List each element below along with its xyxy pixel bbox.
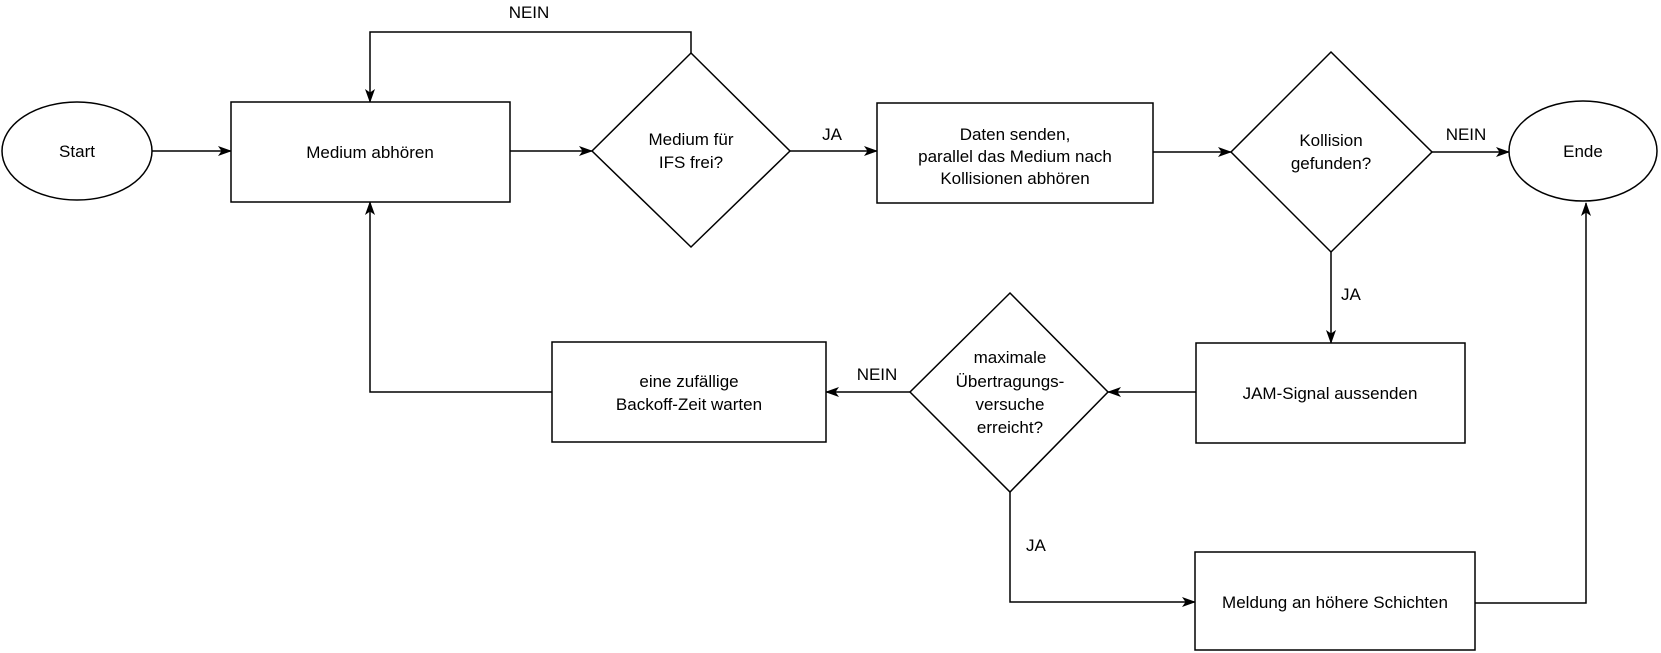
collision-found-label-line2: gefunden? (1291, 154, 1371, 173)
backoff-wait-label-line1: eine zufällige (639, 372, 738, 391)
max-attempts-label-line3: versuche (976, 395, 1045, 414)
edge-label-ifs-ja: JA (822, 125, 843, 144)
edge-max-yes-to-notify (1009, 492, 1196, 607)
edge-label-collision-nein: NEIN (1446, 125, 1487, 144)
max-attempts-label-line4: erreicht? (977, 418, 1043, 437)
jam-signal-node: JAM-Signal aussenden (1195, 342, 1466, 444)
max-attempts-decision-node: maximale Übertragungs- versuche erreicht… (908, 291, 1110, 494)
backoff-wait-label-line2: Backoff-Zeit warten (616, 395, 762, 414)
end-node: Ende (1508, 100, 1658, 202)
start-node: Start (1, 101, 153, 201)
edge-notify-to-end (1475, 202, 1591, 604)
edge-label-collision-ja: JA (1341, 285, 1362, 304)
edge-label-ifs-nein: NEIN (509, 3, 550, 22)
ifs-free-label-line2: IFS frei? (659, 153, 723, 172)
notify-upper-layers-rect (1194, 551, 1476, 651)
send-data-node: Daten senden, parallel das Medium nach K… (876, 102, 1154, 204)
send-data-label-line3: Kollisionen abhören (940, 169, 1089, 188)
ifs-free-decision-node: Medium für IFS frei? (590, 51, 792, 249)
max-attempts-diamond (908, 291, 1110, 494)
ifs-free-diamond (590, 51, 792, 249)
listen-medium-node: Medium abhören (230, 101, 511, 203)
max-attempts-label-line1: maximale (974, 348, 1047, 367)
backoff-wait-node: eine zufällige Backoff-Zeit warten (551, 341, 827, 443)
start-ellipse (1, 101, 153, 201)
jam-signal-rect (1195, 342, 1466, 444)
jam-signal-label: JAM-Signal aussenden (1243, 384, 1418, 403)
send-data-rect (876, 102, 1154, 204)
notify-upper-layers-label: Meldung an höhere Schichten (1222, 593, 1448, 612)
edge-ifs-no-loop-to-listen (365, 31, 692, 103)
collision-found-label-line1: Kollision (1299, 131, 1362, 150)
ifs-free-label-line1: Medium für (648, 130, 733, 149)
backoff-wait-rect (551, 341, 827, 443)
end-label: Ende (1563, 142, 1603, 161)
send-data-label-line2: parallel das Medium nach (918, 147, 1112, 166)
edge-label-max-nein: NEIN (857, 365, 898, 384)
edge-label-max-ja: JA (1026, 536, 1047, 555)
start-label: Start (59, 142, 95, 161)
listen-medium-rect (230, 101, 511, 203)
end-ellipse (1508, 100, 1658, 202)
send-data-label-line1: Daten senden, (960, 125, 1071, 144)
max-attempts-label-line2: Übertragungs- (956, 372, 1065, 391)
collision-found-diamond (1229, 50, 1434, 254)
edge-backoff-to-listen (365, 201, 552, 393)
notify-upper-layers-node: Meldung an höhere Schichten (1194, 551, 1476, 651)
collision-found-decision-node: Kollision gefunden? (1229, 50, 1434, 254)
listen-medium-label: Medium abhören (306, 143, 434, 162)
